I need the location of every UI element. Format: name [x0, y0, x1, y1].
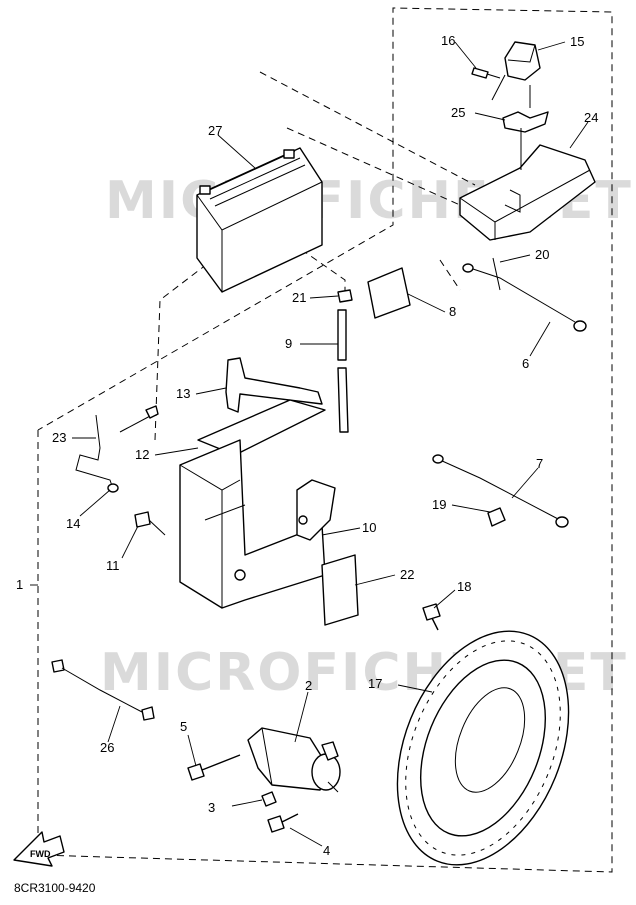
callout-5: 5: [180, 719, 187, 734]
callout-20: 20: [535, 247, 549, 262]
callout-19: 19: [432, 497, 446, 512]
callout-27: 27: [208, 123, 222, 138]
relay-bracket: [502, 111, 549, 133]
drawing-code: 8CR3100-9420: [14, 881, 96, 895]
battery-band: [225, 357, 323, 413]
callout-22: 22: [400, 567, 414, 582]
breather-hose: [337, 309, 349, 433]
callout-13: 13: [176, 386, 190, 401]
starter-motor: [247, 727, 341, 793]
disc-bolt: [422, 603, 441, 631]
relay-bolt: [471, 67, 501, 79]
brake-disc: [396, 630, 570, 866]
starter-bolt-short: [267, 813, 299, 833]
battery: [196, 147, 323, 293]
callout-3: 3: [208, 800, 215, 815]
starter-nut: [261, 791, 277, 807]
callout-6: 6: [522, 356, 529, 371]
battery-pad: [367, 267, 411, 319]
callout-11: 11: [106, 558, 120, 573]
callout-2: 2: [305, 678, 312, 693]
case-bolt: [134, 511, 166, 536]
callout-15: 15: [570, 34, 584, 49]
battery-group-outline: [154, 71, 476, 441]
callout-7: 7: [536, 456, 543, 471]
callout-16: 16: [441, 33, 455, 48]
battery-case: [179, 439, 336, 609]
battery-sheet: [197, 399, 326, 456]
battery-cable-negative: [75, 405, 159, 493]
callout-24: 24: [584, 110, 598, 125]
callout-17: 17: [368, 676, 382, 691]
callout-8: 8: [449, 304, 456, 319]
callout-25: 25: [451, 105, 465, 120]
starter-relay: [491, 41, 541, 101]
forward-arrow: FWD: [13, 831, 65, 867]
breather-band: [337, 289, 353, 303]
callout-21: 21: [292, 290, 306, 305]
callout-23: 23: [52, 430, 66, 445]
case-cover: [321, 554, 359, 626]
lead-wire: [51, 659, 155, 721]
battery-cable-positive: [462, 257, 587, 332]
callout-leaders: [30, 41, 589, 847]
callout-10: 10: [362, 520, 376, 535]
forward-label: FWD: [30, 849, 51, 859]
callout-9: 9: [285, 336, 292, 351]
callout-1: 1: [16, 577, 23, 592]
callout-12: 12: [135, 447, 149, 462]
callout-26: 26: [100, 740, 114, 755]
minus-lead: [432, 454, 569, 528]
callout-labels: 1 2 3 4 5 6 7 8 9 10 11 12 13 14 15 16 1…: [16, 33, 598, 858]
callout-18: 18: [457, 579, 471, 594]
callout-14: 14: [66, 516, 80, 531]
starter-bolt-long: [187, 754, 241, 781]
callout-4: 4: [323, 843, 330, 858]
battery-cover: [459, 144, 596, 241]
